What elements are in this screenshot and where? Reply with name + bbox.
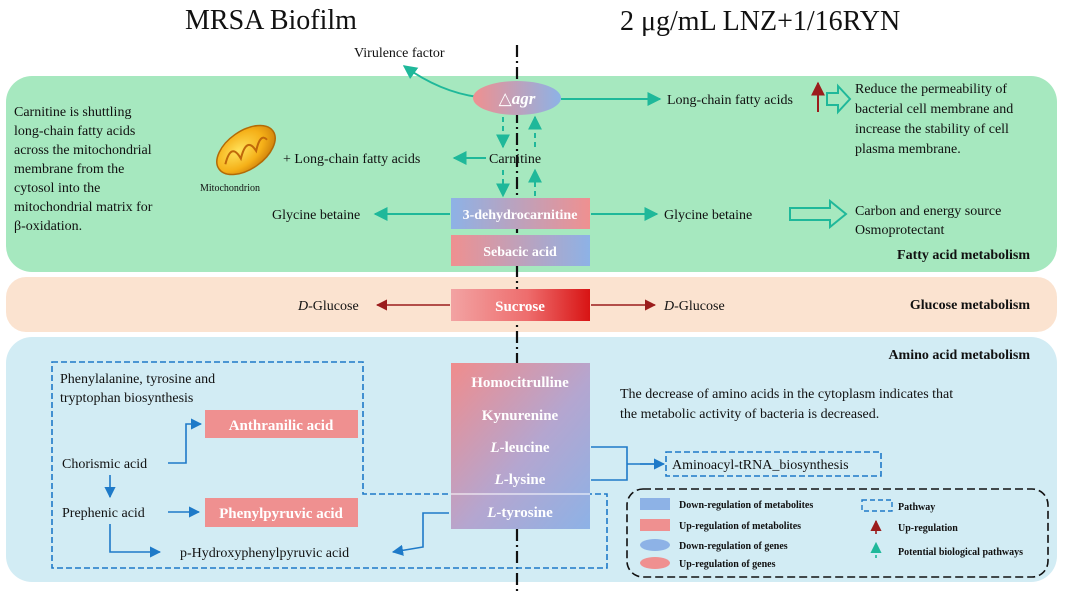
legend-down-metabolites-swatch [640, 498, 670, 510]
sebacic-acid-label: Sebacic acid [483, 245, 557, 260]
lysine-label: L-lysine [494, 472, 546, 488]
anthranilic-acid-box [205, 410, 358, 438]
aminoacyl-pathway-box [665, 451, 882, 477]
sebacic-acid-box [451, 235, 590, 266]
chorismic-acid-label: Chorismic acid [62, 457, 147, 472]
glucose-left-label: D-Glucose [297, 299, 359, 314]
decrease-text: The decrease of amino acids in the cytop… [620, 387, 957, 422]
legend-pathway-swatch [861, 499, 893, 512]
tyrosine-label: L-tyrosine [486, 505, 553, 521]
phenylpyruvic-acid-label: Phenylpyruvic acid [219, 506, 343, 522]
sucrose-box [451, 289, 590, 321]
permeability-text: Reduce the permeability of bacterial cel… [855, 82, 1017, 157]
glucose-right-label: D-Glucose [663, 299, 725, 314]
legend-up-metabolites-swatch [640, 519, 670, 531]
homocitrulline-label: Homocitrulline [471, 375, 569, 391]
legend-potential-label: Potential biological pathways [898, 547, 1023, 558]
agr-gene-ellipse [473, 81, 561, 115]
mitochondrion-label: Mitochondrion [200, 183, 260, 194]
permeability-hollow-arrow [826, 83, 852, 115]
carnitine-note: Carnitine is shuttling long-chain fatty … [14, 105, 156, 234]
sucrose-label: Sucrose [495, 299, 545, 315]
amino-acid-section-label: Amino acid metabolism [888, 348, 1030, 363]
agr-gene-label: △agr [499, 89, 536, 108]
prephenic-acid-label: Prephenic acid [62, 506, 145, 521]
dehydrocarnitine-box [451, 198, 590, 229]
legend-down-genes-swatch [640, 539, 670, 551]
phenylpyruvic-acid-box [205, 498, 358, 527]
plus-lcfa-label: + Long-chain fatty acids [283, 152, 420, 167]
legend-down-genes-label: Down-regulation of genes [679, 541, 788, 552]
legend-up-genes-label: Up-regulation of genes [679, 559, 776, 570]
phenylalanine-pathway-outline [51, 361, 608, 569]
virulence-factor-label: Virulence factor [354, 46, 445, 61]
legend-down-metabolites-label: Down-regulation of metabolites [679, 500, 813, 511]
dehydrocarnitine-label: 3-dehydrocarnitine [463, 208, 578, 223]
pathway-title: Phenylalanine, tyrosine and tryptophan b… [60, 372, 219, 406]
prephenic-to-hydroxyphenyl-arrow [109, 524, 162, 558]
legend-up-genes-swatch [640, 557, 670, 569]
tyrosine-to-hydroxyphenyl-arrow [391, 512, 449, 556]
legend-up-metabolites-label: Up-regulation of metabolites [679, 521, 801, 532]
carbon-text: Carbon and energy source Osmoprotectant [855, 204, 1005, 238]
right-title: 2 μg/mL LNZ+1/16RYN [620, 6, 900, 37]
agr-to-virulence-arrow [402, 65, 479, 98]
fatty-acid-section-label: Fatty acid metabolism [897, 248, 1030, 263]
lcfa-right-label: Long-chain fatty acids [667, 93, 793, 108]
legend-pathway-label: Pathway [898, 502, 935, 513]
carnitine-label: Carnitine [489, 152, 541, 167]
mitochondrion-icon [216, 124, 276, 176]
left-title: MRSA Biofilm [185, 5, 357, 36]
aminoacyl-label: Aminoacyl-tRNA_biosynthesis [672, 458, 849, 473]
leucine-label: L-leucine [489, 440, 550, 456]
legend-up-regulation-label: Up-regulation [898, 523, 958, 534]
kynurenine-label: Kynurenine [482, 408, 559, 424]
carbon-hollow-arrow [789, 198, 848, 230]
glycine-right-label: Glycine betaine [664, 208, 752, 223]
glycine-left-label: Glycine betaine [272, 208, 360, 223]
legend-box [626, 488, 1049, 578]
chorismic-to-anthranilic-arrow [168, 418, 203, 464]
hydroxyphenyl-label: p-Hydroxyphenylpyruvic acid [180, 546, 349, 561]
glucose-section-label: Glucose metabolism [910, 298, 1030, 313]
anthranilic-acid-label: Anthranilic acid [229, 418, 334, 434]
amino-acids-box [451, 363, 590, 529]
